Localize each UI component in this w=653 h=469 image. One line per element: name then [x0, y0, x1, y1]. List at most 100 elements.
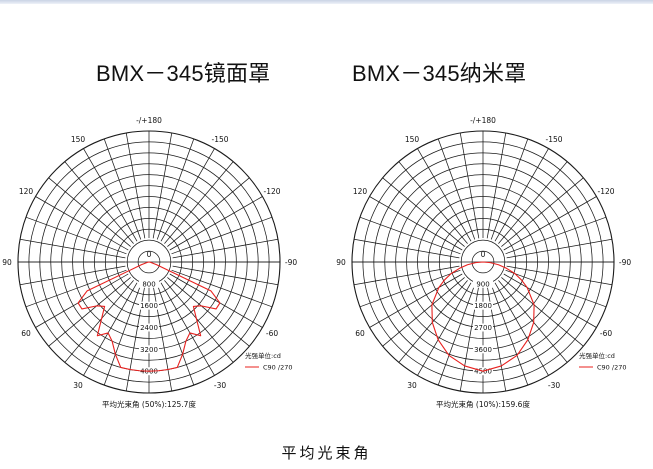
grid-spoke	[398, 280, 468, 363]
grid-spoke	[35, 273, 129, 328]
grid-spoke	[164, 161, 234, 244]
grid-spoke	[172, 265, 279, 286]
grid-spoke	[503, 273, 597, 328]
grid-spoke	[486, 132, 507, 239]
radial-label: 1800	[474, 302, 492, 310]
radial-label-bg	[473, 301, 493, 310]
beam-angle-note: 平均光束角 (10%):159.6度	[436, 399, 530, 409]
grid-spoke	[169, 196, 263, 251]
grid-spoke	[19, 265, 126, 286]
grid-spoke	[103, 284, 142, 386]
angle-label: -/+180	[136, 116, 162, 125]
radial-label-bg	[473, 345, 493, 354]
angle-label: -30	[548, 381, 560, 390]
grid-spoke	[417, 282, 472, 376]
radial-label: 900	[476, 280, 489, 288]
legend-series-label: C90 /270	[597, 364, 626, 372]
grid-spoke	[25, 216, 127, 255]
angle-label: 120	[353, 187, 368, 196]
intensity-curve	[77, 261, 221, 372]
grid-spoke	[494, 148, 549, 242]
grid-spoke	[64, 161, 134, 244]
angle-label: 30	[73, 381, 83, 390]
angle-label: 120	[19, 187, 34, 196]
footer-caption: 平均光束角	[281, 444, 372, 462]
angle-label: -30	[214, 381, 226, 390]
intensity-curve	[431, 261, 535, 372]
radial-label-bg	[139, 345, 159, 354]
grid-spoke	[353, 238, 460, 259]
grid-spoke	[167, 277, 250, 347]
grid-spoke	[501, 177, 584, 247]
grid-spoke	[506, 265, 613, 286]
angle-label: -60	[600, 329, 612, 338]
radial-label-bg	[139, 323, 159, 332]
window-top-bar	[0, 0, 653, 4]
polar-chart-nano-cover: -/+180-150150-120120-9090-6060-303009001…	[336, 116, 631, 409]
grid-spoke	[490, 138, 529, 240]
grid-spoke	[459, 132, 480, 239]
grid-spoke	[25, 269, 127, 308]
radial-label: 3200	[140, 346, 158, 354]
angle-label: 90	[2, 258, 12, 267]
grid-spoke	[494, 282, 549, 376]
grid-spoke	[160, 148, 215, 242]
angle-label: 30	[407, 381, 417, 390]
radial-label: 1600	[140, 302, 158, 310]
grid-spoke	[437, 284, 476, 386]
grid-spoke	[35, 196, 129, 251]
grid-spoke	[172, 238, 279, 259]
grid-spoke	[48, 177, 131, 247]
angle-label: 90	[336, 258, 346, 267]
grid-spoke	[505, 216, 607, 255]
grid-spoke	[503, 196, 597, 251]
grid-spoke	[19, 238, 126, 259]
angle-label: -120	[597, 187, 614, 196]
grid-spoke	[382, 177, 465, 247]
grid-spoke	[490, 284, 529, 386]
grid-spoke	[164, 280, 234, 363]
radial-label-bg	[139, 301, 159, 310]
polar-chart-mirror-cover: -/+180-150150-120120-9090-6060-303008001…	[2, 116, 297, 409]
grid-spoke	[169, 273, 263, 328]
grid-spoke	[160, 282, 215, 376]
angle-label: -90	[285, 258, 297, 267]
angle-label: -60	[266, 329, 278, 338]
grid-spoke	[171, 216, 273, 255]
angle-label: -120	[263, 187, 280, 196]
grid-spoke	[167, 177, 250, 247]
angle-label: -/+180	[470, 116, 496, 125]
chart-title-nano-cover: BMX－345纳米罩	[352, 61, 527, 86]
radial-label: 2700	[474, 324, 492, 332]
grid-spoke	[103, 138, 142, 240]
angle-label: -150	[211, 135, 228, 144]
radial-label-bg	[473, 279, 493, 288]
grid-spoke	[417, 148, 472, 242]
grid-spoke	[498, 161, 568, 244]
grid-spoke	[353, 265, 460, 286]
grid-spoke	[156, 284, 195, 386]
grid-spoke	[506, 238, 613, 259]
grid-spoke	[501, 277, 584, 347]
grid-spoke	[171, 269, 273, 308]
chart-title-mirror-cover: BMX－345镜面罩	[96, 61, 271, 86]
angle-label: -150	[545, 135, 562, 144]
grid-spoke	[152, 132, 173, 239]
angle-label: 60	[21, 329, 31, 338]
grid-spoke	[83, 282, 138, 376]
legend-title: 光强单位:cd	[579, 351, 615, 360]
grid-spoke	[437, 138, 476, 240]
grid-spoke	[369, 273, 463, 328]
grid-spoke	[83, 148, 138, 242]
angle-label: 0	[481, 250, 486, 259]
radial-label: 3600	[474, 346, 492, 354]
grid-spoke	[505, 269, 607, 308]
grid-spoke	[359, 216, 461, 255]
grid-spoke	[64, 280, 134, 363]
radial-label: 800	[142, 280, 155, 288]
grid-spoke	[48, 277, 131, 347]
angle-label: 60	[355, 329, 365, 338]
angle-label: 150	[71, 135, 86, 144]
legend-series-label: C90 /270	[263, 364, 292, 372]
grid-spoke	[125, 132, 146, 239]
